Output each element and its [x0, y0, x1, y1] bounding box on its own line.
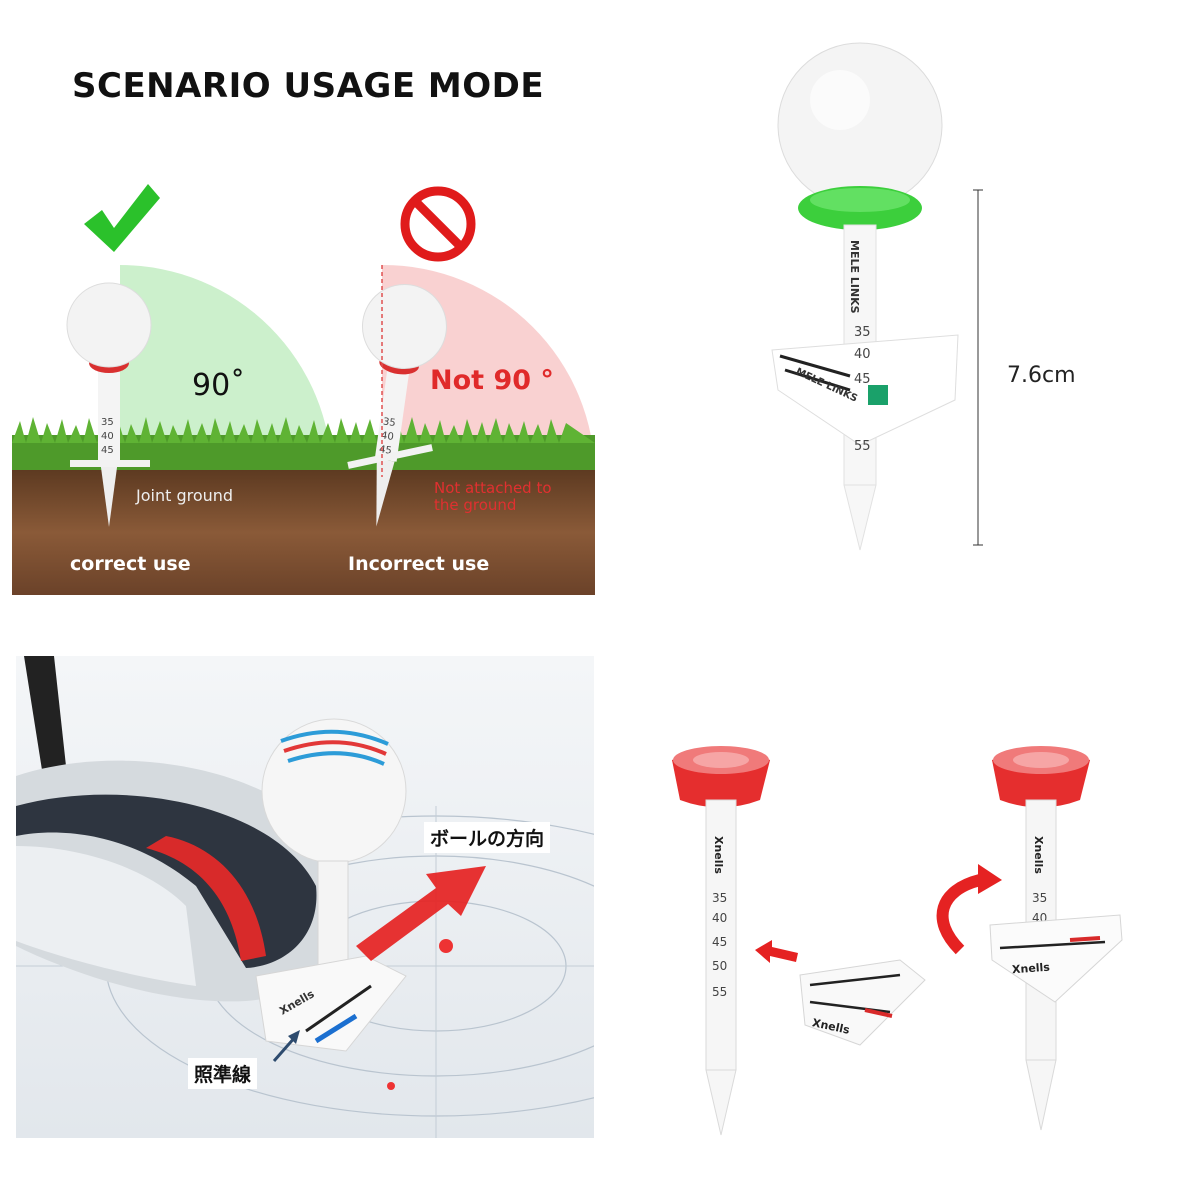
svg-text:55: 55 [854, 439, 871, 454]
svg-text:40: 40 [712, 911, 727, 925]
svg-text:35: 35 [101, 417, 114, 428]
not-attached-line1: Not attached to [434, 479, 552, 497]
tee-assembly-panel: 35 40 45 50 55 35 40 45 Xnells Xnells Xn… [660, 740, 1180, 1160]
svg-text:55: 55 [712, 985, 727, 999]
svg-text:40: 40 [380, 430, 394, 443]
svg-text:35: 35 [382, 416, 396, 429]
svg-text:35: 35 [854, 325, 871, 340]
attached-aligner-brand: Xnells [1011, 960, 1051, 977]
usage-comparison-panel: 35 40 45 35 40 45 90˚ Not 90 ° Joint gro… [12, 265, 595, 595]
not-attached-label: Not attached to the ground [434, 480, 552, 514]
correct-angle-label: 90˚ [192, 368, 246, 403]
svg-text:45: 45 [101, 445, 114, 456]
svg-text:45: 45 [712, 935, 727, 949]
correct-use-caption: correct use [70, 553, 191, 575]
svg-text:35: 35 [1032, 891, 1047, 905]
svg-text:50: 50 [712, 959, 727, 973]
tee-dimension-illustration: 35 40 45 55 [771, 42, 983, 551]
svg-text:45: 45 [854, 372, 871, 387]
aim-line-label: 照準線 [188, 1058, 258, 1089]
page-title: SCENARIO USAGE MODE [72, 66, 545, 106]
prohibited-icon [400, 186, 476, 262]
driver-aim-illustration [16, 656, 594, 1138]
driver-aim-panel: ボールの方向 照準線 Xnells [16, 656, 594, 1138]
svg-text:35: 35 [712, 891, 727, 905]
ball-direction-label: ボールの方向 [424, 822, 551, 853]
checkmark-icon [84, 184, 160, 252]
svg-text:40: 40 [854, 347, 871, 362]
tee-brand-text: MELE LINKS [848, 240, 861, 314]
tee-height-label: 7.6cm [1007, 363, 1076, 388]
usage-illustration: 35 40 45 35 40 45 [12, 265, 595, 595]
right-tee-brand: Xnells [1032, 836, 1045, 874]
incorrect-use-caption: Incorrect use [348, 553, 490, 575]
not-attached-line2: the ground [434, 496, 517, 514]
svg-text:40: 40 [101, 431, 114, 442]
incorrect-angle-label: Not 90 ° [430, 365, 554, 396]
tee-dimension-panel: 35 40 45 55 MELE LINKS MELE LINKS 7.6cm [740, 40, 1180, 580]
tee-assembly-illustration: 35 40 45 50 55 35 40 45 [672, 746, 1123, 1136]
left-tee-brand: Xnells [712, 836, 725, 874]
joint-ground-label: Joint ground [136, 486, 234, 505]
